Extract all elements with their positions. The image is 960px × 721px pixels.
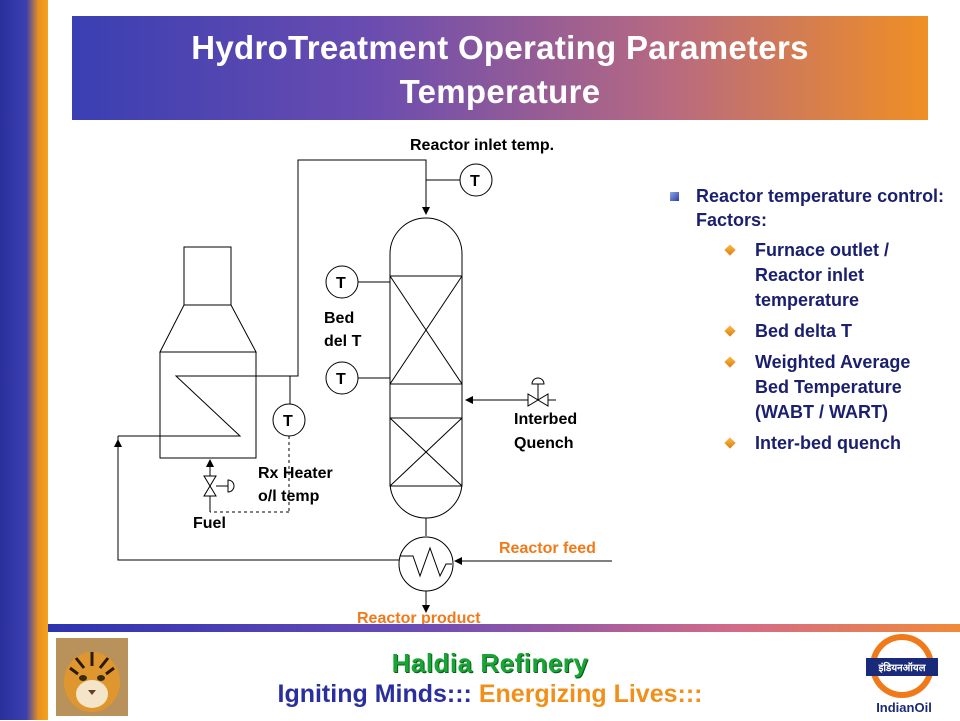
tagline: Igniting Minds::: Energizing Lives:::	[200, 680, 780, 709]
furnace-hood	[160, 305, 256, 352]
diamond-bullet-icon	[724, 356, 735, 367]
furnace-stack	[184, 247, 231, 305]
bullet-sub-text: Weighted Average Bed Temperature (WABT /…	[755, 352, 910, 422]
reactor-inlet-temp-label: Reactor inlet temp.	[410, 137, 554, 154]
fuel-label: Fuel	[193, 515, 226, 532]
bullet-sub-text: Inter-bed quench	[755, 433, 901, 453]
logo-hindi-text: इंडियनऑयल	[877, 661, 926, 674]
bullet-sub-item: Weighted Average Bed Temperature (WABT /…	[668, 350, 948, 425]
bullet-sub-text: Bed delta T	[755, 321, 852, 341]
tagline-igniting: Igniting Minds:::	[278, 680, 472, 708]
diamond-bullet-icon	[724, 437, 735, 448]
interbed-quench-label-2: Quench	[514, 435, 574, 452]
t-symbol-heater: T	[283, 413, 293, 430]
bullet-sub-item: Furnace outlet / Reactor inlet temperatu…	[668, 238, 948, 313]
diamond-bullet-icon	[724, 325, 735, 336]
bullet-list: Reactor temperature control: Factors: Fu…	[668, 184, 948, 456]
refinery-name: Haldia Refinery	[200, 648, 780, 679]
square-bullet-icon	[670, 192, 679, 201]
tagline-energizing: Energizing Lives:::	[479, 680, 703, 708]
footer-bar	[48, 624, 960, 632]
diamond-bullet-icon	[724, 244, 735, 255]
indianoil-logo: इंडियनऑयल IndianOil	[860, 632, 950, 716]
rx-heater-label-2: o/l temp	[258, 488, 320, 505]
bullet-sub-item: Bed delta T	[668, 319, 948, 344]
quench-valve	[528, 394, 538, 406]
bed-del-t-label-1: Bed	[324, 310, 354, 327]
fuel-valve	[204, 476, 216, 486]
t-symbol-inlet: T	[470, 173, 480, 190]
heat-exchanger	[399, 537, 453, 591]
t-symbol-bed-bottom: T	[336, 371, 346, 388]
t-symbol-bed-top: T	[336, 275, 346, 292]
tiger-image	[56, 638, 128, 716]
bullet-sub-item: Inter-bed quench	[668, 431, 948, 456]
furnace-box	[160, 352, 256, 458]
bed-del-t-label-2: del T	[324, 333, 362, 350]
bullet-sub-text: Furnace outlet / Reactor inlet temperatu…	[755, 240, 889, 310]
logo-text: IndianOil	[876, 700, 932, 715]
bullet-main-text: Reactor temperature control: Factors:	[696, 186, 944, 230]
interbed-quench-label-1: Interbed	[514, 411, 577, 428]
reactor-feed-label: Reactor feed	[499, 540, 596, 557]
bullet-main: Reactor temperature control: Factors:	[668, 184, 948, 232]
rx-heater-label-1: Rx Heater	[258, 465, 333, 482]
